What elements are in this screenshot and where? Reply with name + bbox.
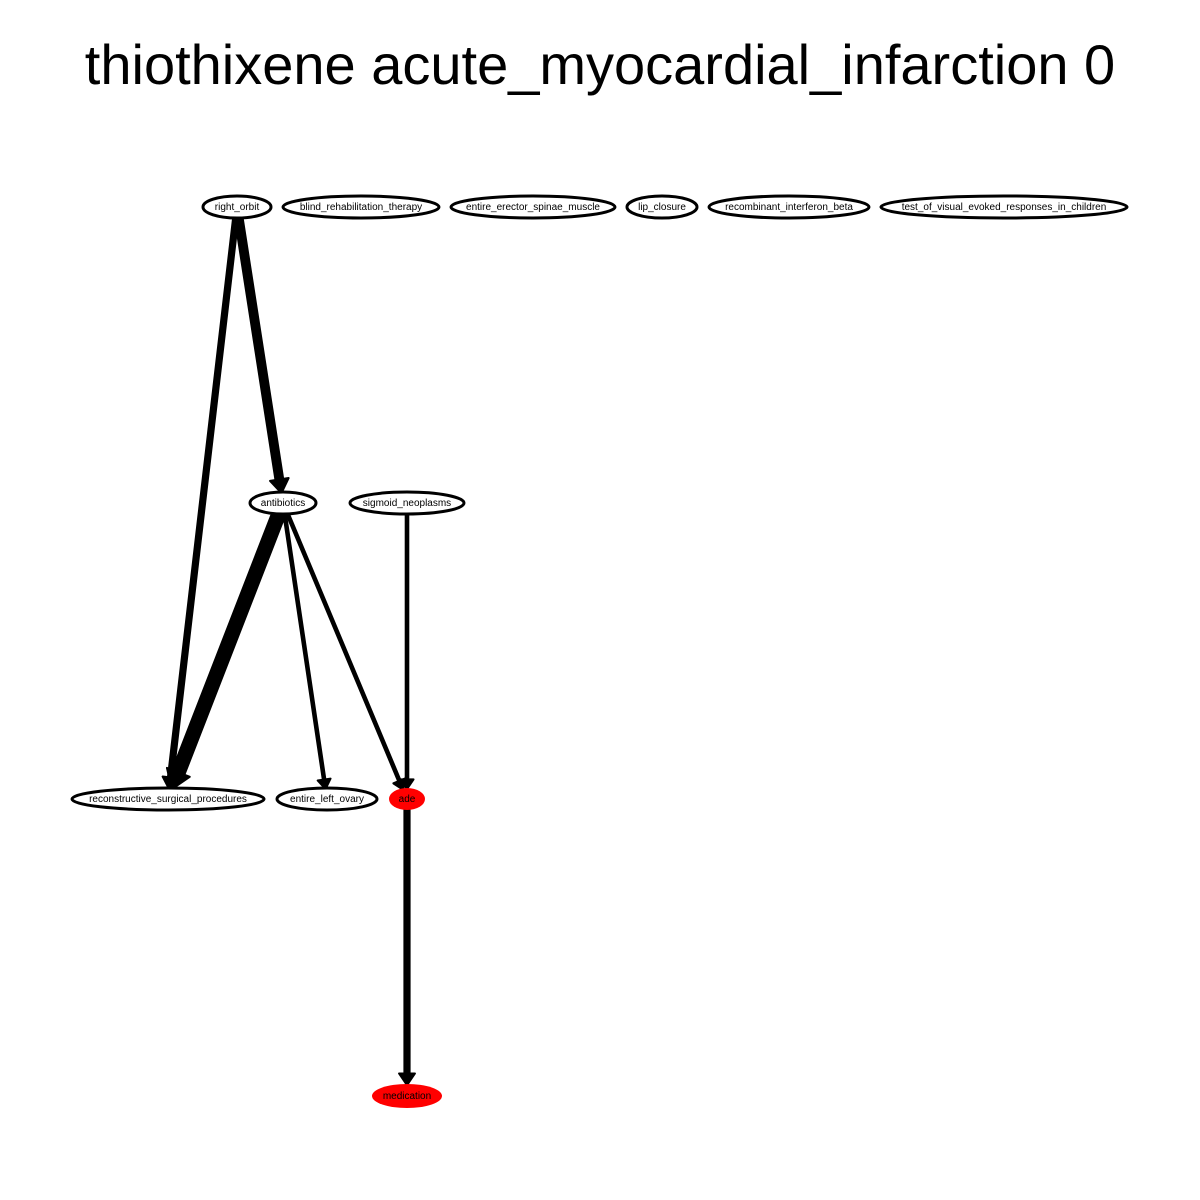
node-shape xyxy=(372,1084,442,1108)
node-label: reconstructive_surgical_procedures xyxy=(89,794,247,805)
arrowhead-sigmoid_neoplasms-to-ade xyxy=(399,778,415,791)
arrowhead-ade-to-medication xyxy=(398,1072,416,1087)
node-shape xyxy=(625,194,699,220)
node-label: sigmoid_neoplasms xyxy=(363,498,451,509)
edge-antibiotics-to-ade xyxy=(283,507,402,784)
graph-title: thiothixene acute_myocardial_infarction … xyxy=(85,33,1115,96)
node-blind_rehabilitation_therapy: blind_rehabilitation_therapy xyxy=(281,194,441,220)
node-label: entire_left_ovary xyxy=(290,794,364,805)
node-sigmoid_neoplasms: sigmoid_neoplasms xyxy=(348,490,466,516)
node-shape xyxy=(449,194,617,220)
arrowhead-antibiotics-to-reconstructive_surgical_procedures xyxy=(165,766,191,791)
node-label: entire_erector_spinae_muscle xyxy=(466,202,600,213)
arrowhead-right_orbit-to-antibiotics xyxy=(269,477,290,495)
node-shape xyxy=(248,490,318,516)
node-antibiotics: antibiotics xyxy=(248,490,318,516)
node-entire_erector_spinae_muscle: entire_erector_spinae_muscle xyxy=(449,194,617,220)
node-shape xyxy=(348,490,466,516)
node-shape xyxy=(879,194,1129,220)
edge-right_orbit-to-reconstructive_surgical_procedures xyxy=(166,209,240,782)
node-entire_left_ovary: entire_left_ovary xyxy=(275,786,379,812)
node-shape xyxy=(707,194,871,220)
node-shape xyxy=(275,786,379,812)
node-label: antibiotics xyxy=(261,498,305,509)
edge-antibiotics-to-entire_left_ovary xyxy=(281,507,327,782)
arrowhead-antibiotics-to-entire_left_ovary xyxy=(316,777,332,791)
node-reconstructive_surgical_procedures: reconstructive_surgical_procedures xyxy=(70,786,266,812)
node-label: blind_rehabilitation_therapy xyxy=(300,202,422,213)
node-test_of_visual_evoked_responses_in_children: test_of_visual_evoked_responses_in_child… xyxy=(879,194,1129,220)
edges-layer xyxy=(161,208,416,1087)
node-medication: medication xyxy=(372,1084,442,1108)
node-ade: ade xyxy=(389,788,425,810)
node-right_orbit: right_orbit xyxy=(201,194,273,220)
node-shape xyxy=(281,194,441,220)
edge-right_orbit-to-antibiotics xyxy=(233,208,285,485)
node-lip_closure: lip_closure xyxy=(625,194,699,220)
node-label: recombinant_interferon_beta xyxy=(725,202,853,213)
node-shape xyxy=(201,194,273,220)
edge-antibiotics-to-reconstructive_surgical_procedures xyxy=(170,502,288,780)
node-label: medication xyxy=(383,1091,431,1102)
node-label: lip_closure xyxy=(638,202,686,213)
node-recombinant_interferon_beta: recombinant_interferon_beta xyxy=(707,194,871,220)
node-label: test_of_visual_evoked_responses_in_child… xyxy=(902,202,1107,213)
node-label: right_orbit xyxy=(215,202,260,213)
node-shape xyxy=(70,786,266,812)
node-shape xyxy=(389,788,425,810)
node-label: ade xyxy=(399,794,416,805)
